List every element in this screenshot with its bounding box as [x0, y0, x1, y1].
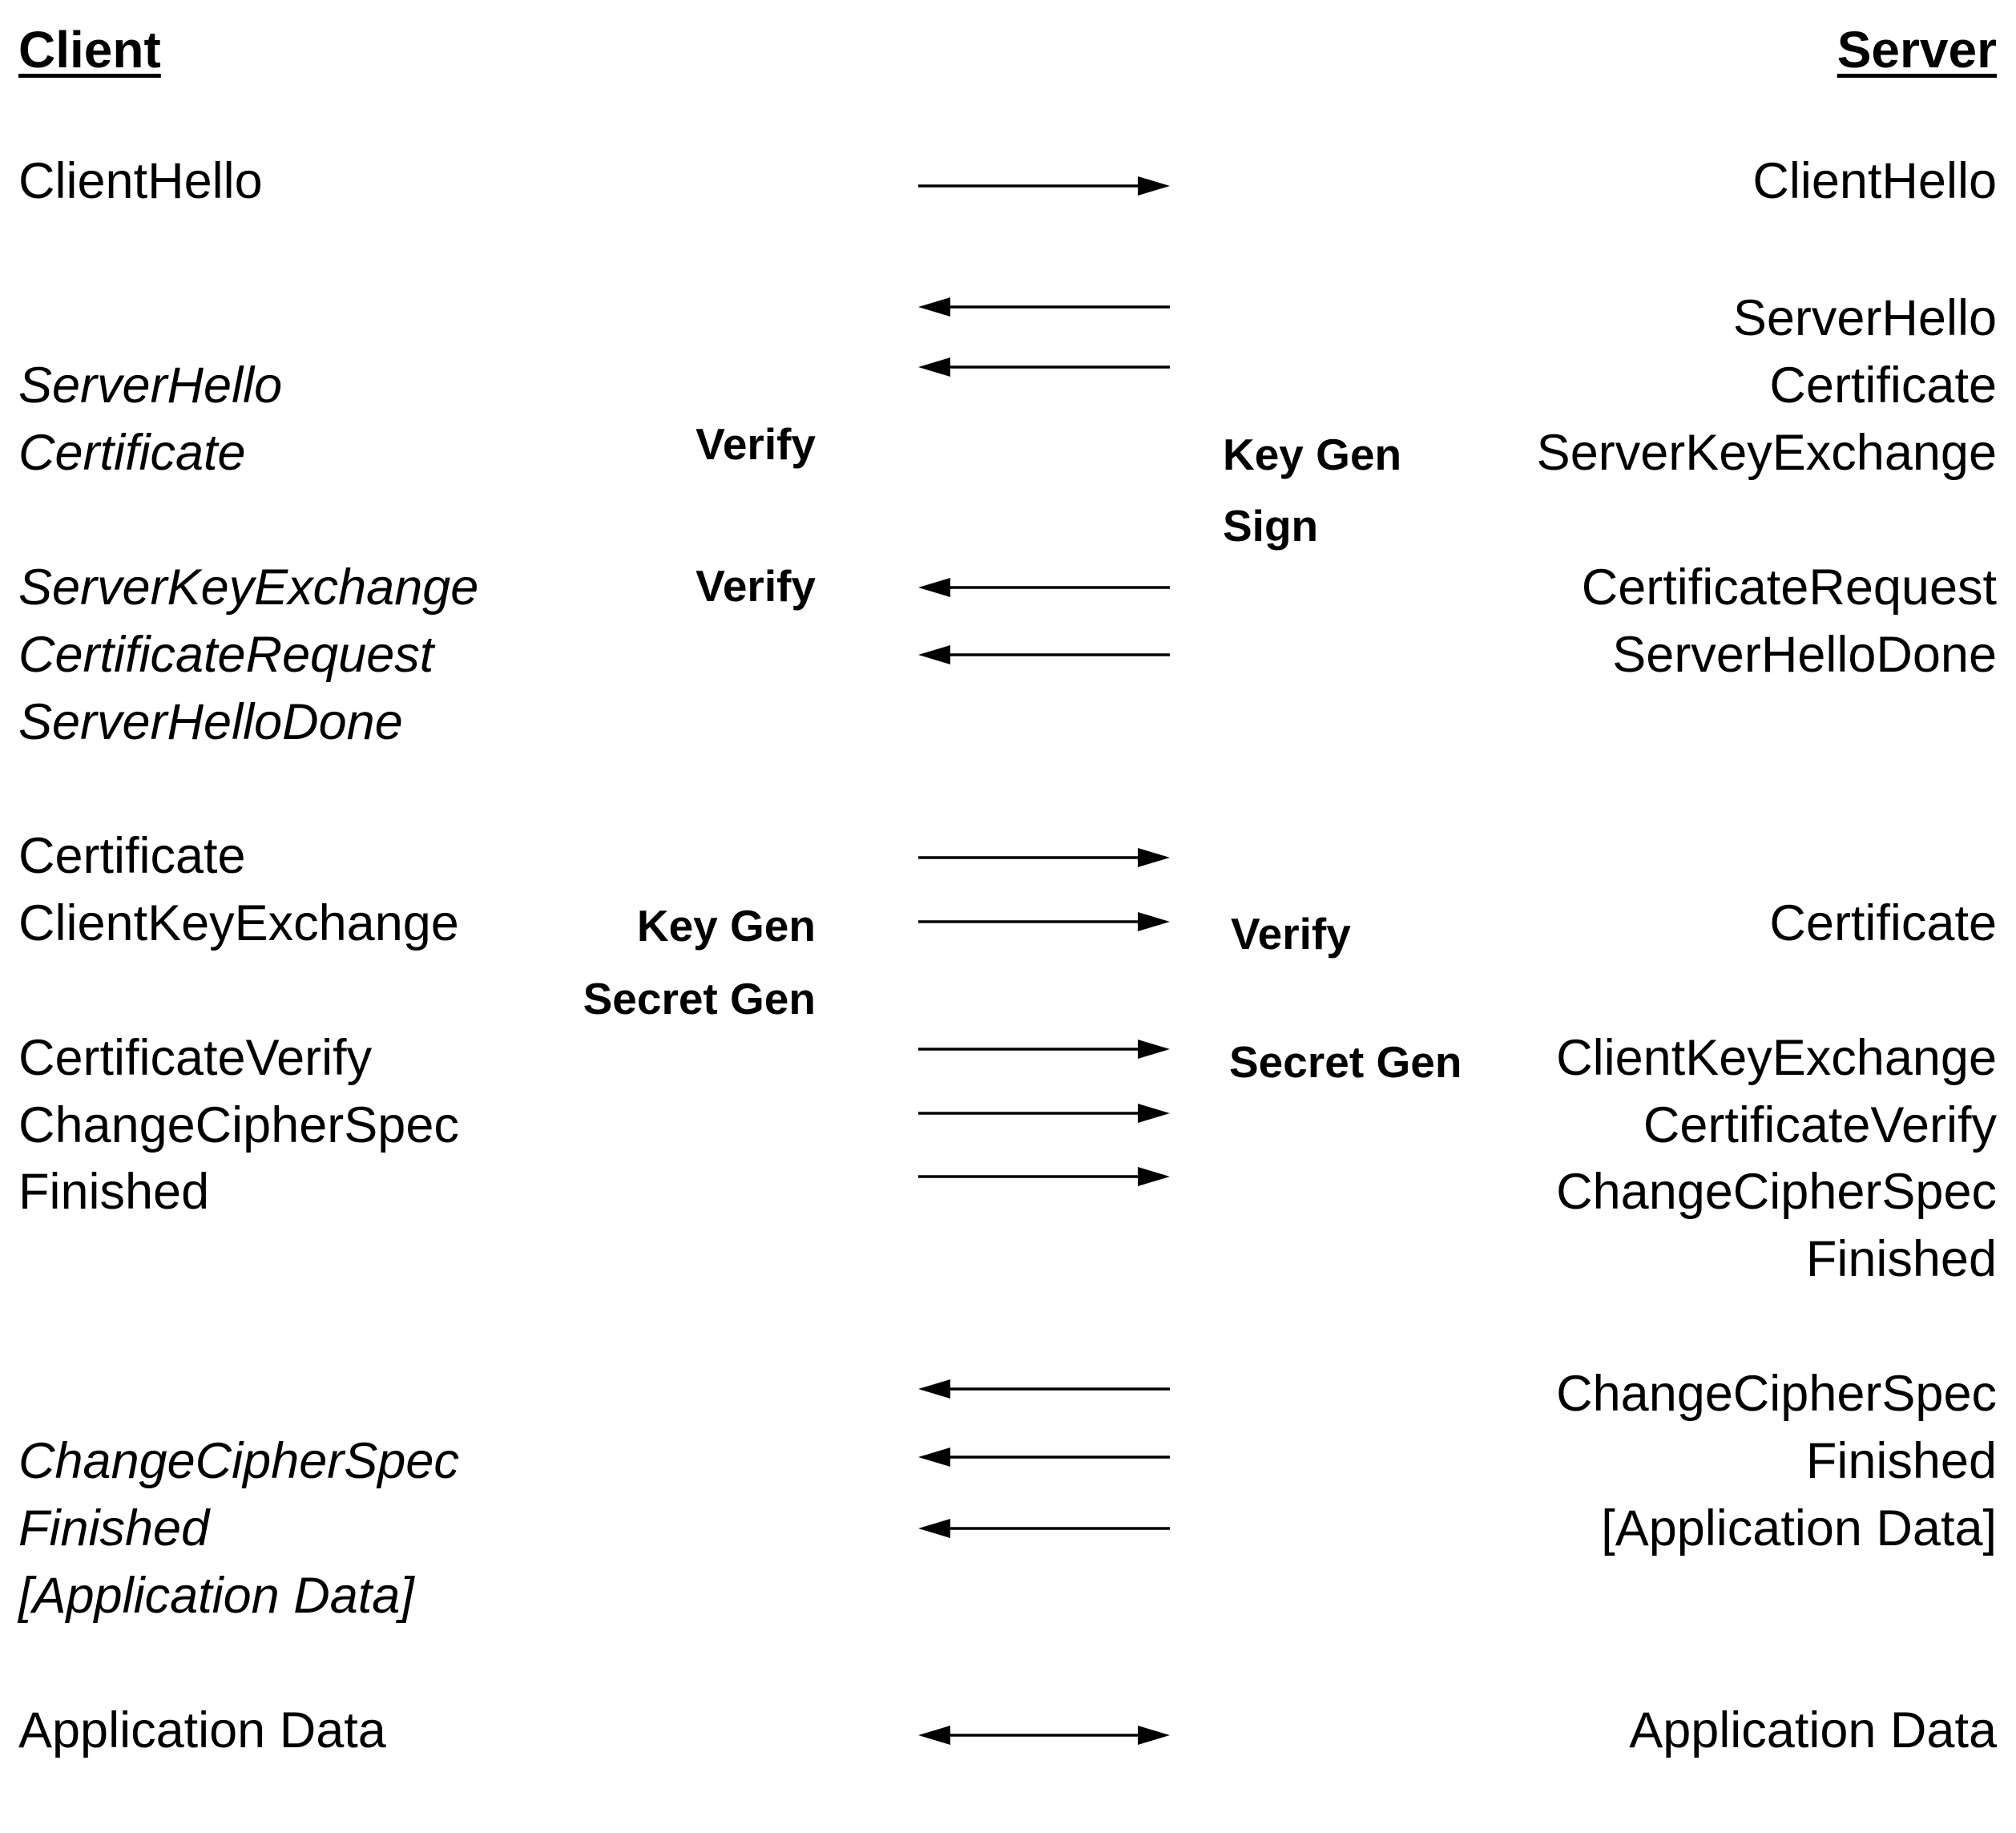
- arrow-to-server: [918, 848, 1170, 867]
- client-message: CertificateRequest: [18, 627, 434, 683]
- arrow-to-client: [918, 1379, 1170, 1399]
- client-operation: Secret Gen: [583, 974, 816, 1023]
- arrow-to-server: [918, 1104, 1170, 1123]
- client-message: Certificate: [18, 828, 246, 884]
- server-operation: Key Gen: [1223, 430, 1402, 479]
- server-message: CertificateRequest: [1581, 559, 1997, 616]
- server-message: ServerKeyExchange: [1536, 425, 1997, 481]
- client-operation: Key Gen: [636, 901, 816, 951]
- server-message: Finished: [1805, 1433, 1997, 1489]
- server-message: CertificateVerify: [1643, 1097, 1997, 1153]
- client-message: CertificateVerify: [18, 1030, 373, 1086]
- arrow-to-server: [918, 912, 1170, 931]
- server-message: ServerHelloDone: [1612, 627, 1997, 683]
- arrow-to-client: [918, 578, 1170, 597]
- server-message: Certificate: [1769, 895, 1997, 951]
- client-message: [Application Data]: [18, 1568, 414, 1624]
- client-message: ChangeCipherSpec: [18, 1433, 459, 1489]
- server-operation: Secret Gen: [1229, 1037, 1462, 1087]
- client-message: ClientHello: [18, 153, 263, 209]
- arrow-to-client: [918, 1447, 1170, 1467]
- client-message: ClientKeyExchange: [18, 895, 459, 951]
- arrow-to-client: [918, 1519, 1170, 1538]
- server-message: ClientHello: [1752, 153, 1997, 209]
- server-message: ChangeCipherSpec: [1556, 1366, 1997, 1422]
- client-message: ServerKeyExchange: [18, 559, 479, 616]
- arrow-to-client: [918, 645, 1170, 664]
- server-operation: Verify: [1231, 909, 1351, 959]
- bidirectional-arrow: [918, 1726, 1170, 1745]
- server-message: ServerHello: [1732, 290, 1997, 346]
- arrow-to-client: [918, 297, 1170, 317]
- server-message: Finished: [1805, 1231, 1997, 1287]
- server-message: ClientKeyExchange: [1556, 1030, 1997, 1086]
- server-message: Application Data: [1629, 1702, 1997, 1758]
- server-message: ChangeCipherSpec: [1556, 1164, 1997, 1220]
- client-message: Certificate: [18, 425, 246, 481]
- arrow-to-client: [918, 357, 1170, 377]
- client-message: ServerHelloDone: [18, 694, 403, 750]
- client-message: ServerHello: [18, 357, 283, 414]
- client-message: Finished: [18, 1164, 210, 1220]
- server-message: Certificate: [1769, 357, 1997, 414]
- client-operation: Verify: [696, 419, 816, 469]
- client-message: Application Data: [18, 1702, 386, 1758]
- arrow-to-server: [918, 176, 1170, 196]
- arrow-to-server: [918, 1040, 1170, 1059]
- arrow-to-server: [918, 1167, 1170, 1186]
- server-header: Server: [1837, 21, 1997, 79]
- server-message: [Application Data]: [1601, 1500, 1997, 1556]
- client-operation: Verify: [696, 561, 816, 611]
- client-header: Client: [18, 21, 161, 79]
- client-message: Finished: [18, 1500, 210, 1556]
- server-operation: Sign: [1223, 501, 1319, 551]
- client-message: ChangeCipherSpec: [18, 1097, 459, 1153]
